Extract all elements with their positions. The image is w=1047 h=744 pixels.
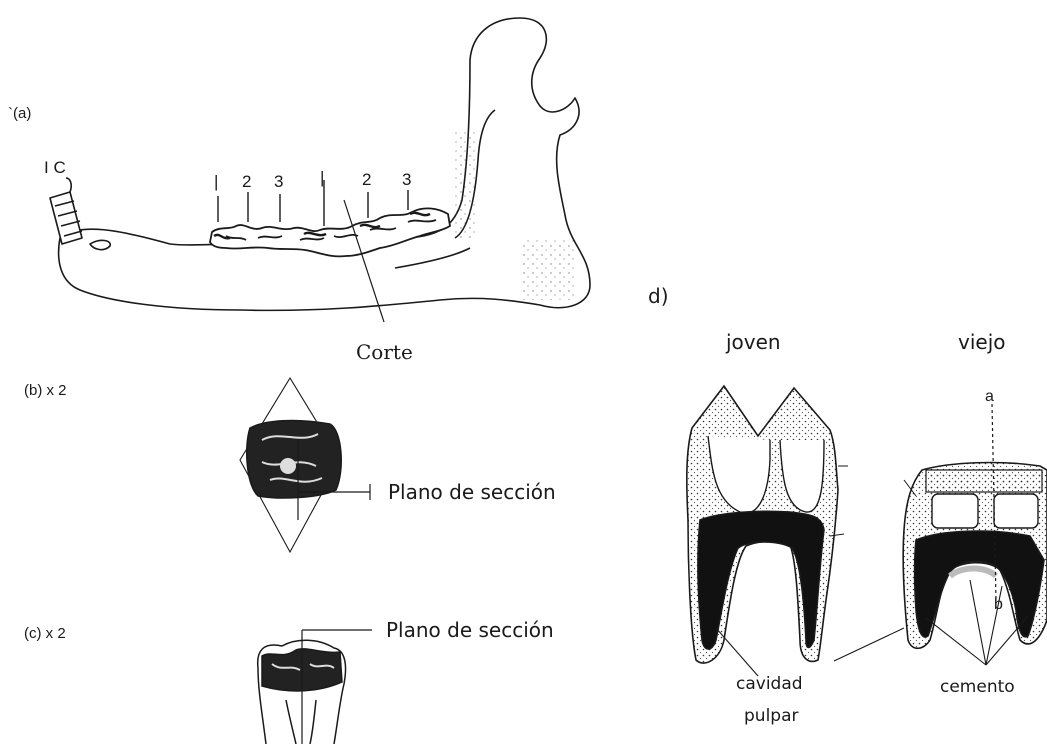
point-b-label: b xyxy=(994,596,1003,614)
pulp-cavity-label-line1: cavidad xyxy=(736,674,803,694)
premolar-3-label: 3 xyxy=(274,172,283,192)
old-tooth-section xyxy=(903,404,1047,648)
section-plane-label-c: Plano de sección xyxy=(386,618,554,642)
incisor-canine-label: I C xyxy=(44,158,66,178)
panel-label-c: (c) x 2 xyxy=(24,625,66,642)
young-label: joven xyxy=(726,330,781,354)
tooth-side-view xyxy=(258,630,372,744)
panel-label-b: (b) x 2 xyxy=(24,382,67,399)
premolar-2-label: 2 xyxy=(242,172,251,192)
point-a-label: a xyxy=(985,388,994,406)
label-pointer-lines xyxy=(716,580,1028,676)
old-label: viejo xyxy=(958,330,1006,354)
pulp-cavity-label-line2: pulpar xyxy=(744,706,799,726)
masseteric-line xyxy=(395,248,470,268)
premolar-1-label: | xyxy=(214,172,218,192)
molar-2-label: 2 xyxy=(362,170,371,190)
mandible-outline xyxy=(59,18,590,310)
tooth-top-view xyxy=(240,378,370,552)
cut-label: Corte xyxy=(356,340,413,364)
section-plane-label-b: Plano de sección xyxy=(388,480,556,504)
cheek-teeth-row xyxy=(210,208,450,256)
molar-3-label: 3 xyxy=(402,170,411,190)
panel-label-d: d) xyxy=(648,284,669,308)
panel-label-a: `(a) xyxy=(8,105,31,122)
molar-1-label: | xyxy=(320,168,324,188)
cement-label: cemento xyxy=(940,677,1015,697)
young-tooth-section xyxy=(687,386,848,663)
